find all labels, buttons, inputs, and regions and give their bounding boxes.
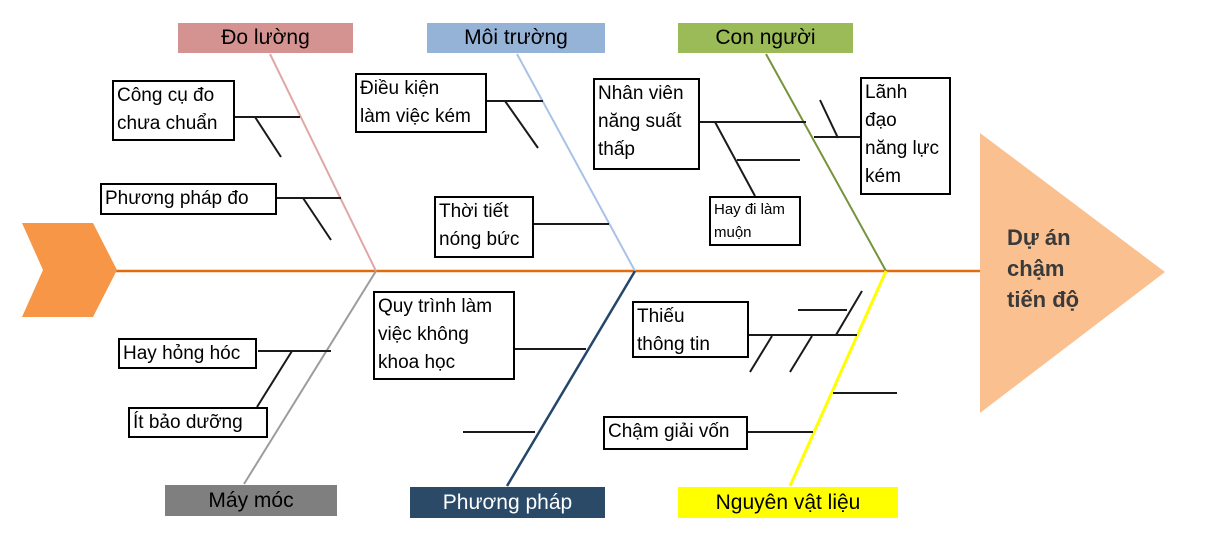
category-header-moi-truong: Môi trường	[427, 23, 605, 53]
category-header-do-luong: Đo lường	[178, 23, 353, 53]
tick-lanh-dao	[819, 99, 839, 139]
connector-it-bao-duong	[256, 350, 293, 408]
category-header-nguyen-vat-lieu: Nguyên vật liệu	[678, 487, 898, 518]
bone-nguyen-vat-lieu	[788, 270, 888, 487]
effect-arrow	[980, 133, 1165, 413]
cause-box-thoi-tiet-nong-buc: Thời tiết nóng bức	[434, 196, 534, 258]
tick-phuong-phap-do	[302, 197, 332, 241]
tick-cong-cu-do	[254, 116, 282, 158]
connector-hay-di-lam-muon	[714, 121, 756, 197]
cause-box-nhan-vien-nang-suat-thap: Nhân viên năng suất thấp	[593, 78, 700, 170]
tick-dieu-kien	[504, 100, 539, 149]
cause-box-hay-di-lam-muon: Hay đi làm muộn	[709, 196, 801, 246]
cause-box-cham-giai-von: Chậm giải vốn	[603, 416, 748, 450]
cause-box-cong-cu-do-chua-chuan: Công cụ đo chưa chuẩn	[112, 80, 235, 141]
category-header-con-nguoi: Con người	[678, 23, 853, 53]
effect-label: Dự án chậm tiến độ	[1007, 225, 1080, 312]
spine-start-chevron	[22, 223, 117, 317]
bone-may-moc	[243, 270, 377, 485]
cause-box-lanh-dao-nang-luc-kem: Lãnh đạo năng lực kém	[860, 77, 951, 195]
cause-box-thieu-thong-tin: Thiếu thông tin	[632, 301, 749, 358]
tick-thieu-thong-tin-3	[835, 290, 863, 336]
category-header-may-moc: Máy móc	[165, 485, 337, 516]
tick-thieu-thong-tin-1	[749, 335, 773, 373]
bone-phuong-phap	[505, 270, 637, 487]
category-header-phuong-phap: Phương pháp	[410, 487, 605, 518]
bone-con-nguoi	[765, 53, 887, 272]
cause-box-dieu-kien-lam-viec-kem: Điều kiện làm việc kém	[355, 73, 487, 133]
bone-moi-truong	[516, 53, 636, 272]
cause-box-quy-trinh-lam-viec: Quy trình làm việc không khoa học	[373, 291, 515, 380]
tick-thieu-thong-tin-2	[789, 335, 813, 373]
cause-box-hay-hong-hoc: Hay hỏng hóc	[118, 338, 257, 369]
cause-connectors	[235, 99, 897, 433]
cause-box-it-bao-duong: Ít bảo dưỡng	[128, 407, 268, 438]
bone-do-luong	[269, 53, 377, 272]
cause-box-phuong-phap-do: Phương pháp đo	[100, 183, 277, 215]
